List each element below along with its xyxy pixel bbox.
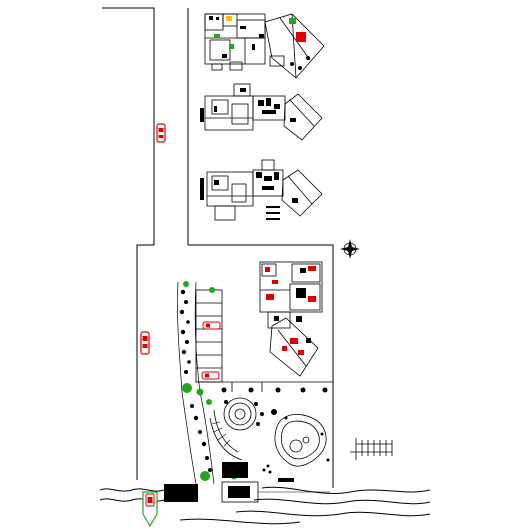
tree-icon: [224, 400, 277, 426]
ground-floor-plan: [259, 261, 323, 377]
boat-icon: [142, 491, 158, 528]
car-icon: [156, 123, 166, 143]
tree-icon: [262, 416, 330, 474]
circular-terrace: [209, 397, 257, 461]
floor-plan-level-3: [206, 159, 323, 221]
furniture-level-3: [200, 172, 298, 220]
scale-bar-icon: [350, 438, 393, 460]
dock-structure: [164, 462, 330, 503]
street: [102, 7, 334, 488]
furniture-level-2: [200, 88, 296, 122]
parking-lot: [195, 289, 223, 383]
tree-icon: [221, 387, 328, 393]
car-icon: [202, 321, 221, 330]
furniture-level-1: [209, 16, 310, 70]
furniture-ground: [265, 266, 316, 355]
tree-icon: [179, 289, 212, 472]
floor-plan-level-1: [204, 13, 325, 79]
swimming-pool: [274, 414, 327, 467]
car-icon: [201, 371, 220, 380]
steps: [211, 421, 231, 447]
car-icon: [140, 331, 150, 355]
site-boundary: [196, 381, 333, 392]
north-arrow-icon: [340, 239, 360, 259]
floor-plan-level-2: [204, 83, 323, 141]
